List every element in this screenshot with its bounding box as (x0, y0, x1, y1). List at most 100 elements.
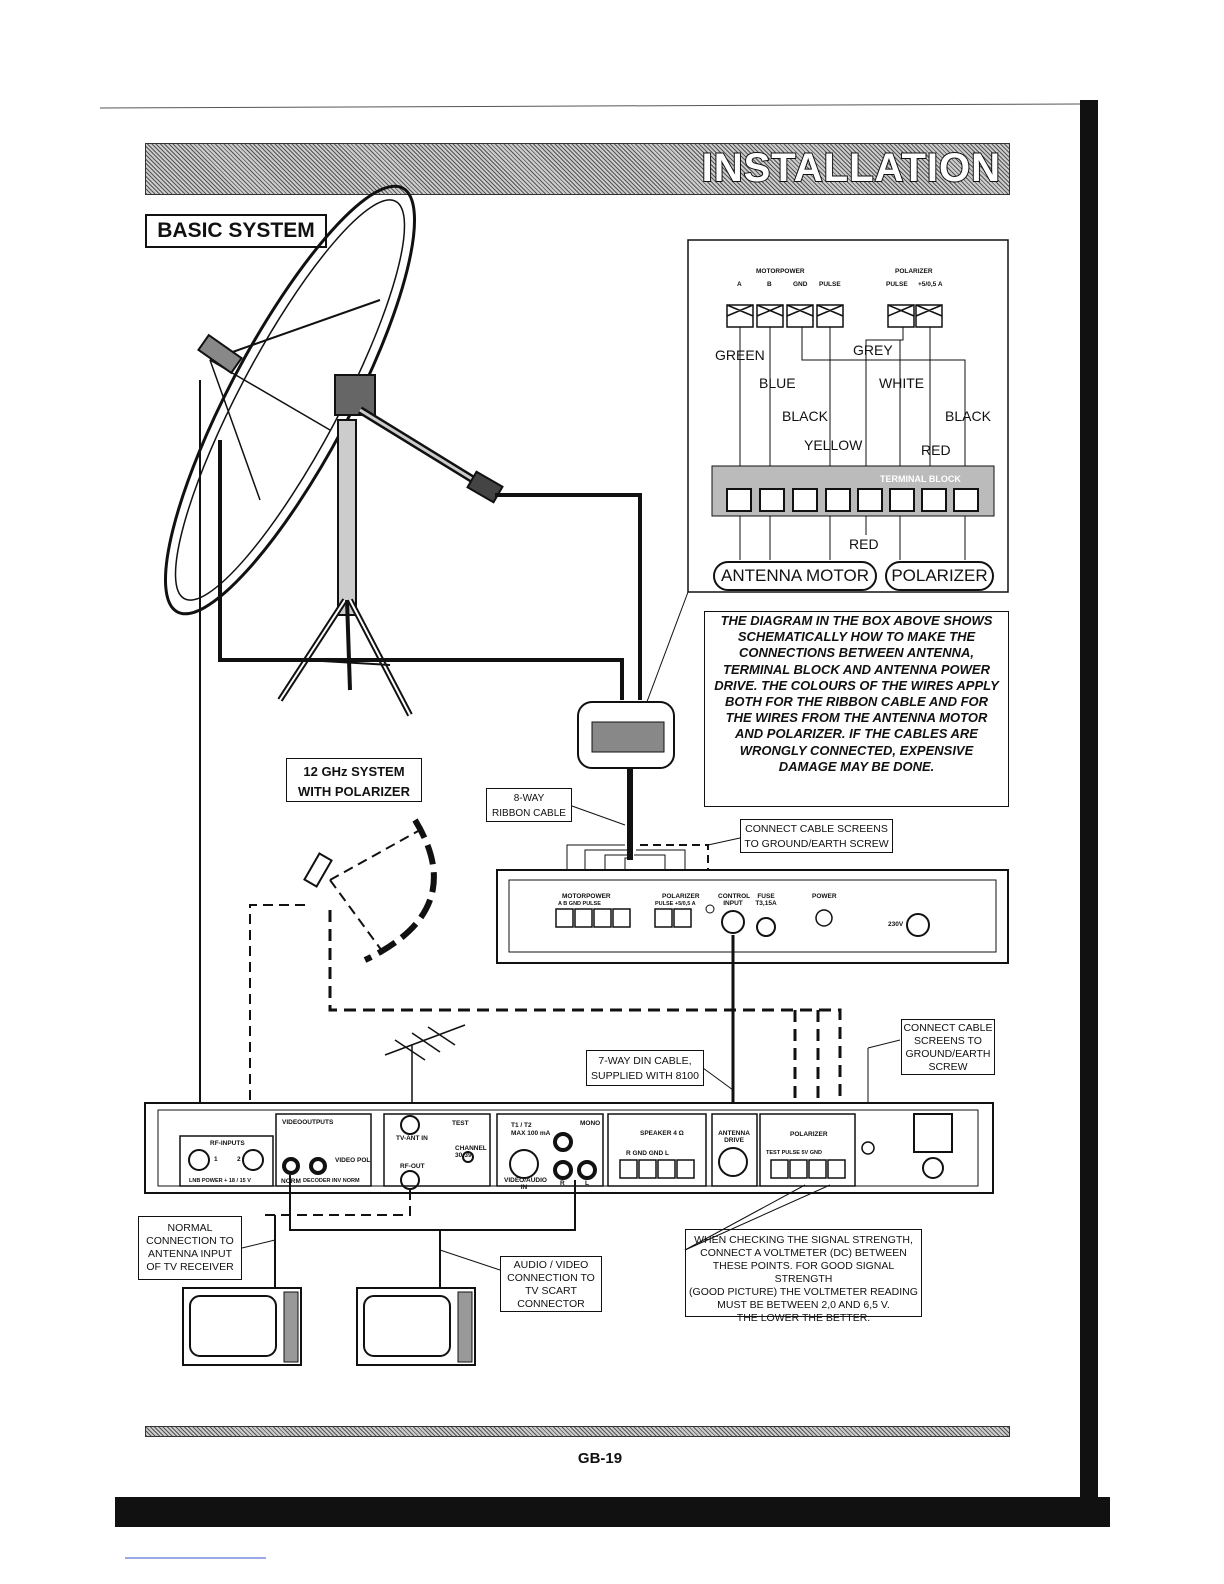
wire-yellow: YELLOW (804, 437, 863, 453)
av-line-3: TV SCART (525, 1285, 577, 1297)
check-line-2: CONNECT A VOLTMETER (DC) BETWEEN (700, 1247, 907, 1259)
din-cable-label: 7-WAY DIN CABLE, SUPPLIED WITH 8100 (586, 1050, 704, 1086)
rx-lnb-power: LNB POWER + 18 / 15 V (189, 1178, 251, 1184)
rx-video-pol: VIDEO POL (335, 1157, 371, 1164)
av-connection-label: AUDIO / VIDEO CONNECTION TO TV SCART CON… (500, 1256, 602, 1312)
power-button (815, 909, 833, 927)
dish-reflector (163, 184, 417, 616)
tv-set-2 (356, 1287, 476, 1366)
lnb-feed (197, 333, 243, 375)
din-line-2: SUPPLIED WITH 8100 (591, 1070, 699, 1082)
polarizer-dashed-cable (328, 910, 842, 1100)
antenna-drive-socket (718, 1147, 748, 1177)
screens2-line-2: SCREENS TO (914, 1035, 982, 1047)
pd-control-input: CONTROL INPUT (718, 893, 751, 907)
ground-screw-2 (861, 1141, 875, 1155)
rx-rf-inputs: RF-INPUTS (210, 1140, 245, 1147)
pin-b: B (767, 281, 772, 288)
av-line-1: AUDIO / VIDEO (513, 1259, 589, 1271)
page-title: INSTALLATION (701, 145, 1001, 191)
rf-input-2 (242, 1149, 264, 1171)
ribbon-line-1: 8-WAY (513, 793, 545, 804)
tv-set-1 (182, 1287, 302, 1366)
fuse-holder (756, 917, 776, 937)
ribbon-line-2: RIBBON CABLE (492, 808, 566, 819)
rx-channel: CHANNEL 30-39 (455, 1145, 487, 1159)
rx-test: TEST (452, 1120, 469, 1127)
rx-mono: MONO (580, 1120, 601, 1127)
feed-arm (209, 299, 381, 361)
pd-motor-pins: A B GND PULSE (558, 901, 601, 907)
signal-check-label: WHEN CHECKING THE SIGNAL STRENGTH, CONNE… (685, 1229, 922, 1324)
screens1-line-1: CONNECT CABLE SCREENS (745, 823, 888, 835)
rf-inputs-panel (179, 1135, 274, 1187)
normal-line-4: OF TV RECEIVER (146, 1261, 234, 1273)
screens-ground-label-2: CONNECT CABLE SCREENS TO GROUND/EARTH SC… (901, 1019, 995, 1075)
rx-l: L (585, 1180, 589, 1187)
pd-polarizer: POLARIZER (662, 893, 700, 900)
check-line-3: THESE POINTS. FOR GOOD SIGNAL STRENGTH (712, 1260, 895, 1285)
tv-aerial (384, 1024, 466, 1115)
av-line-4: CONNECTOR (517, 1298, 585, 1310)
rx-video-audio: VIDEO/AUDIO IN (504, 1177, 547, 1191)
antenna-motor-label: ANTENNA MOTOR (713, 561, 877, 591)
speaker-panel (607, 1113, 707, 1187)
rx-r: R (560, 1180, 565, 1187)
pol-pin-power: +5/0,5 A (918, 281, 943, 288)
terminal-block-label: TERMINAL BLOCK (880, 474, 961, 484)
rx-rf-1: 1 (214, 1156, 218, 1163)
screens-ground-label-1: CONNECT CABLE SCREENS TO GROUND/EARTH SC… (740, 819, 893, 853)
terminal-pins-motor (726, 304, 943, 328)
footer-bar (145, 1426, 1010, 1437)
rx-polarizer-pins: TEST PULSE 5V GND (766, 1150, 822, 1156)
rx-t1t2: T1 / T2 (511, 1122, 532, 1129)
wire-black-2: BLACK (945, 408, 991, 424)
wire-red-1: RED (921, 442, 951, 458)
receiver-mains-socket (922, 1157, 944, 1179)
check-line-1: WHEN CHECKING THE SIGNAL STRENGTH, (694, 1234, 913, 1246)
wire-black-1: BLACK (782, 408, 828, 424)
normal-line-3: ANTENNA INPUT (147, 1248, 232, 1260)
check-line-4: (GOOD PICTURE) THE VOLTMETER READING (689, 1286, 918, 1298)
receiver-polarizer-panel (759, 1113, 856, 1187)
page-number: GB-19 (577, 1450, 623, 1467)
normal-line-2: CONNECTION TO (146, 1235, 234, 1247)
receiver-power-switch (913, 1113, 953, 1153)
control-input-socket (721, 910, 745, 934)
screens2-line-4: SCREW (928, 1061, 968, 1073)
pin-pulse: PULSE (819, 281, 841, 288)
pd-mains: 230V (888, 921, 904, 928)
pin-a: A (737, 281, 742, 288)
video-outputs-panel (275, 1113, 372, 1187)
wire-green: GREEN (715, 347, 765, 363)
wire-white: WHITE (879, 375, 925, 391)
pd-motorpower: MOTORPOWER (562, 893, 611, 900)
antenna-drive-panel (711, 1113, 758, 1187)
wire-blue: BLUE (759, 375, 796, 391)
ghz-system-label: 12 GHz SYSTEM WITH POLARIZER (286, 758, 422, 802)
rf-out-socket (400, 1170, 420, 1190)
ground-screw-1 (705, 904, 715, 914)
basic-system-label: BASIC SYSTEM (145, 214, 327, 248)
wiring-note: THE DIAGRAM IN THE BOX ABOVE SHOWS SCHEM… (704, 611, 1009, 807)
av-line-2: CONNECTION TO (507, 1272, 595, 1284)
motor-housing (466, 470, 504, 504)
din-line-1: 7-WAY DIN CABLE, (598, 1055, 692, 1067)
rx-antenna-drive: ANTENNA DRIVE (718, 1130, 750, 1144)
pd-power: POWER (812, 893, 837, 900)
rx-decoder: DECODER INV NORM (303, 1178, 360, 1184)
normal-connection-label: NORMAL CONNECTION TO ANTENNA INPUT OF TV… (138, 1216, 242, 1280)
terminal-box (687, 239, 1009, 593)
screens1-line-2: TO GROUND/EARTH SCREW (744, 838, 889, 850)
rf-input-1 (188, 1149, 210, 1171)
rx-max: MAX 100 mA (511, 1130, 551, 1137)
tripod-pole (337, 419, 357, 616)
header-bar: INSTALLATION (145, 143, 1010, 195)
check-line-6: THE LOWER THE BETTER. (736, 1312, 871, 1324)
ghz-line-1: 12 GHz SYSTEM (303, 764, 405, 779)
rx-tv-ant-in: TV-ANT IN (396, 1135, 428, 1142)
screens2-line-3: GROUND/EARTH (905, 1048, 991, 1060)
small-lnb (303, 852, 333, 888)
